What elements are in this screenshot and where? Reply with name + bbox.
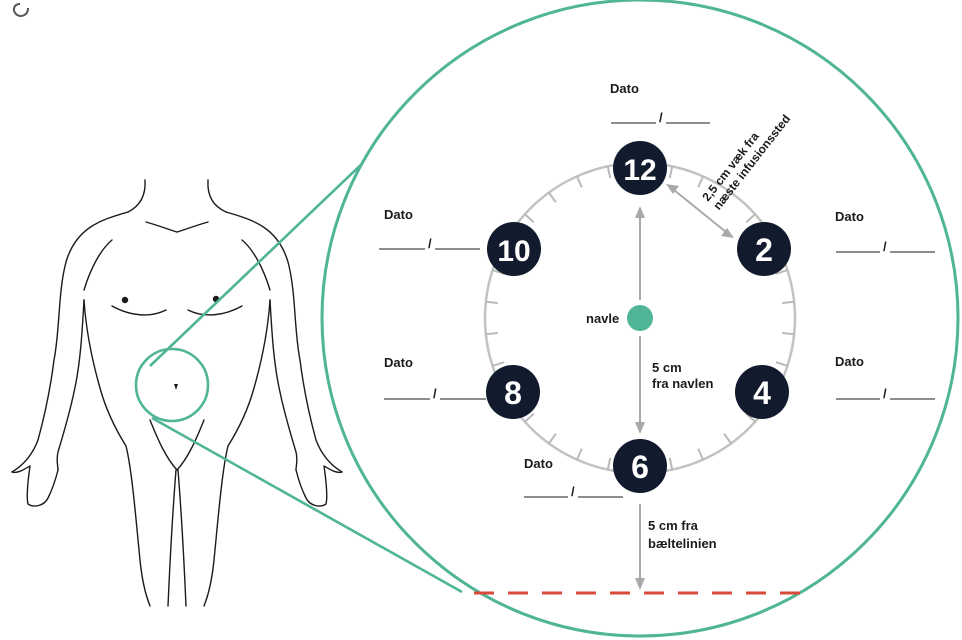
distance-from-belt-label-line2: bæltelinien	[648, 536, 717, 551]
clock-marker-12: 12	[613, 141, 667, 195]
date-label-8: Dato	[384, 355, 413, 370]
body-site-highlight-circle	[136, 349, 208, 421]
cropped-heading-glyph	[14, 4, 28, 16]
date-label-4: Dato	[835, 354, 864, 369]
clock-tick	[782, 333, 794, 334]
clock-marker-2-label: 2	[755, 232, 773, 268]
body-outline	[12, 180, 342, 606]
clock-marker-8-label: 8	[504, 375, 522, 411]
distance-from-navel-label-line2: fra navlen	[652, 376, 713, 391]
clock-marker-10-label: 10	[497, 235, 530, 268]
navel-dot	[627, 305, 653, 331]
svg-text:/: /	[428, 236, 432, 251]
clock-marker-8: 8	[486, 365, 540, 419]
clock-marker-4-label: 4	[753, 375, 771, 411]
clock-tick	[782, 302, 794, 303]
clock-marker-6-label: 6	[631, 449, 649, 485]
clock-tick	[486, 333, 498, 334]
svg-text:/: /	[883, 239, 887, 254]
clock-marker-6: 6	[613, 439, 667, 493]
svg-text:/: /	[659, 110, 663, 125]
distance-from-navel-label-line1: 5 cm	[652, 360, 682, 375]
clock-marker-4: 4	[735, 365, 789, 419]
date-label-6: Dato	[524, 456, 553, 471]
date-label-10: Dato	[384, 207, 413, 222]
clock-marker-2: 2	[737, 222, 791, 276]
date-label-12: Dato	[610, 81, 639, 96]
clock-marker-10: 10	[487, 222, 541, 276]
svg-text:/: /	[571, 484, 575, 499]
svg-text:/: /	[883, 386, 887, 401]
navel-mark	[174, 384, 178, 390]
navel-label: navle	[586, 311, 619, 326]
clock-tick	[486, 302, 498, 303]
svg-text:/: /	[433, 386, 437, 401]
distance-from-belt-label-line1: 5 cm fra	[648, 518, 699, 533]
nipple-left	[122, 297, 128, 303]
clock-marker-12-label: 12	[623, 154, 656, 187]
date-label-2: Dato	[835, 209, 864, 224]
